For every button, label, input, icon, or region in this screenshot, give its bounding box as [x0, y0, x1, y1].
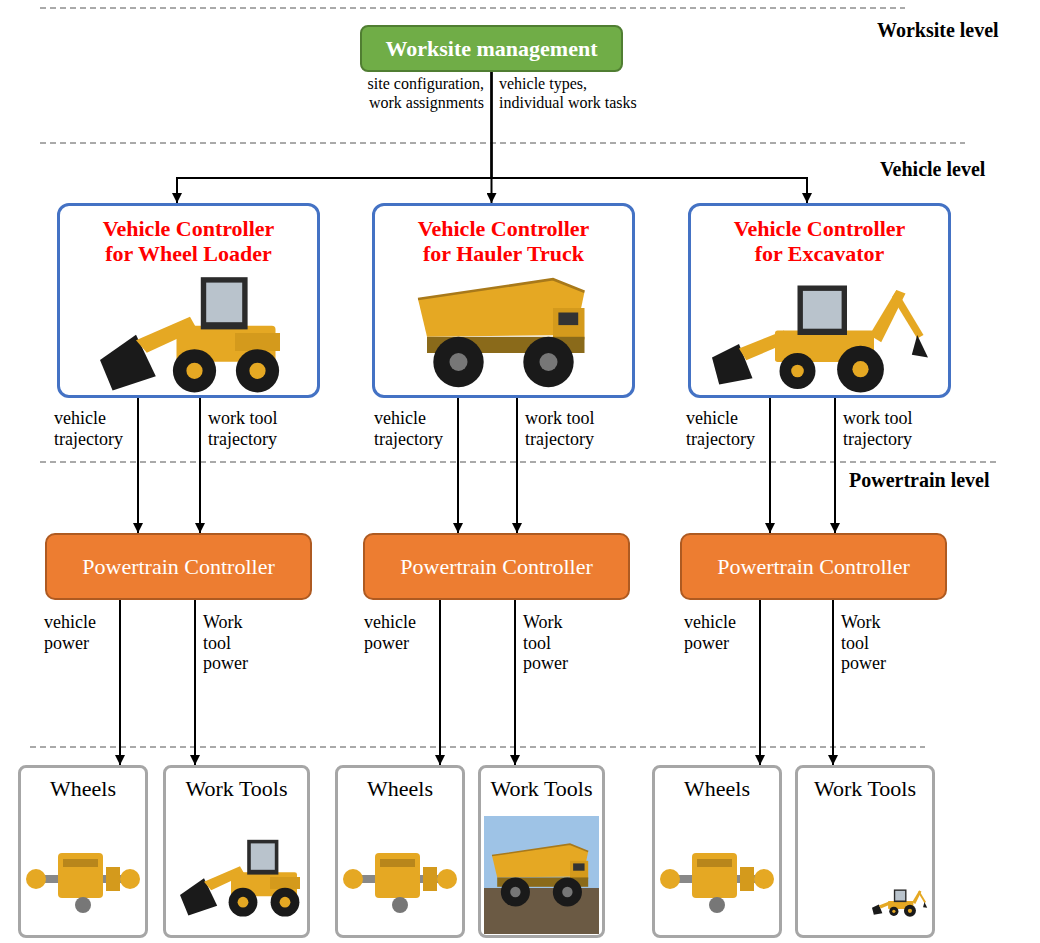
edge-label: work tool trajectory — [843, 408, 927, 449]
connector-arrow — [769, 398, 771, 533]
node-text: Work Tools — [185, 776, 287, 802]
connector-arrow — [199, 398, 201, 533]
component-box: Wheels — [18, 765, 148, 938]
powertrain-box: Powertrain Controller — [45, 533, 312, 600]
component-box: Work Tools — [478, 765, 605, 938]
connector-arrow — [177, 72, 492, 203]
connector-arrow — [514, 600, 516, 765]
connector-arrow — [492, 72, 808, 203]
edge-label: vehicle trajectory — [54, 408, 130, 449]
connector-arrow — [137, 398, 139, 533]
component-box: Work Tools — [163, 765, 310, 938]
loader-tool-picture — [180, 840, 300, 917]
dump-truck-photo — [484, 816, 599, 934]
powertrain-box: Powertrain Controller — [363, 533, 630, 600]
node-text: Wheels — [50, 776, 116, 802]
annotation: site configuration, work assignments — [334, 74, 484, 112]
connector-arrow — [516, 398, 518, 533]
edge-label: vehicle power — [684, 612, 752, 653]
drivetrain-picture — [343, 853, 457, 913]
node-text: Worksite management — [385, 36, 597, 62]
level-label: Vehicle level — [880, 157, 985, 181]
edge-label: work tool trajectory — [208, 408, 292, 449]
worksite-box: Worksite management — [360, 25, 623, 72]
connector-arrow — [834, 398, 836, 533]
annotation: vehicle types, individual work tasks — [499, 74, 654, 112]
connector-arrow — [119, 600, 121, 765]
powertrain-box: Powertrain Controller — [680, 533, 947, 600]
hauler-truck-picture — [418, 279, 585, 387]
node-text: Vehicle Controller for Hauler Truck — [404, 216, 604, 267]
edge-label: vehicle power — [364, 612, 432, 653]
node-text: Wheels — [684, 776, 750, 802]
connector-arrow — [759, 600, 761, 765]
excavator-tool-picture — [872, 889, 927, 916]
edge-label: vehicle trajectory — [686, 408, 762, 449]
connector-arrow — [194, 600, 196, 765]
level-label: Powertrain level — [849, 468, 990, 492]
component-box: Work Tools — [795, 765, 935, 938]
excavator-picture — [712, 286, 928, 393]
node-text: Powertrain Controller — [82, 554, 274, 580]
node-text: Vehicle Controller for Excavator — [720, 216, 920, 267]
node-text: Powertrain Controller — [400, 554, 592, 580]
edge-label: Work tool power — [841, 612, 897, 674]
controller-box: Vehicle Controller for Wheel Loader — [57, 203, 320, 398]
connector-arrow — [832, 600, 834, 765]
connector-arrow — [439, 600, 441, 765]
controller-box: Vehicle Controller for Hauler Truck — [372, 203, 635, 398]
edge-label: Work tool power — [523, 612, 579, 674]
wheel-loader-picture — [100, 277, 280, 392]
node-text: Wheels — [367, 776, 433, 802]
level-label: Worksite level — [877, 18, 999, 42]
component-box: Wheels — [335, 765, 465, 938]
edge-label: vehicle power — [44, 612, 112, 653]
node-text: Work Tools — [490, 776, 592, 802]
controller-box: Vehicle Controller for Excavator — [688, 203, 951, 398]
edge-label: work tool trajectory — [525, 408, 609, 449]
drivetrain-picture — [26, 853, 140, 913]
node-text: Vehicle Controller for Wheel Loader — [89, 216, 289, 267]
component-box: Wheels — [652, 765, 782, 938]
edge-label: vehicle trajectory — [374, 408, 450, 449]
drivetrain-picture — [660, 853, 774, 913]
edge-label: Work tool power — [203, 612, 259, 674]
node-text: Powertrain Controller — [717, 554, 909, 580]
connector-arrow — [457, 398, 459, 533]
node-text: Work Tools — [814, 776, 916, 802]
